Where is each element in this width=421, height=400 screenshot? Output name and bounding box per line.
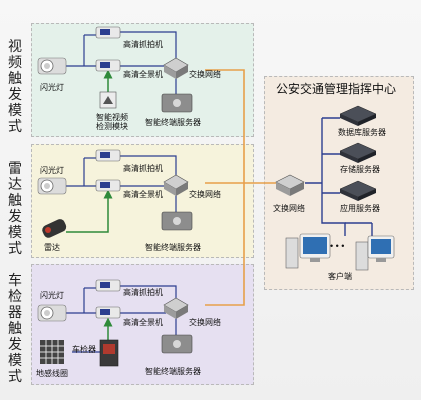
radar-server-label: 智能终端服务器 bbox=[145, 243, 201, 252]
loop-server-label: 智能终端服务器 bbox=[145, 367, 201, 376]
video-flash-label: 闪光灯 bbox=[40, 83, 64, 92]
loop-mode-title-char: 器 bbox=[8, 304, 22, 320]
link-clients bbox=[321, 210, 346, 236]
radar-arrow bbox=[66, 189, 113, 233]
video-uplink bbox=[205, 69, 245, 183]
radar-mode-title-char: 模 bbox=[8, 224, 22, 240]
switch-icon bbox=[163, 174, 189, 196]
storage-server-label: 存储服务器 bbox=[340, 165, 380, 174]
video-links bbox=[66, 31, 177, 95]
video-hd-camera-label: 高清抓拍机 bbox=[123, 40, 163, 49]
radar-pano-camera-label: 高清全景机 bbox=[123, 190, 163, 199]
loop-switch-label: 交换网络 bbox=[189, 318, 221, 327]
loop-mode-title-char: 检 bbox=[8, 288, 22, 304]
center-title: 公安交通管理指挥中心 bbox=[276, 82, 397, 96]
video-detector-label: 智能视频检测模块 bbox=[96, 113, 130, 131]
video-pano-camera-label: 高清全景机 bbox=[123, 70, 163, 79]
radar-links bbox=[66, 155, 177, 212]
db-server-icon bbox=[339, 105, 377, 126]
loop-coil-label: 地感线圈 bbox=[36, 369, 68, 378]
camera-icon bbox=[95, 279, 121, 292]
loop-mode-title-char: 触 bbox=[8, 320, 22, 336]
radar-mode-title-char: 发 bbox=[8, 208, 22, 224]
camera-icon bbox=[95, 306, 121, 319]
video-server-label: 智能终端服务器 bbox=[145, 118, 201, 127]
server-icon bbox=[161, 211, 193, 231]
vehicle-detector-icon bbox=[99, 339, 119, 367]
client-ellipsis: • • • bbox=[330, 241, 345, 251]
db-server-label: 数据库服务器 bbox=[338, 128, 386, 137]
loop-mode-title-char: 发 bbox=[8, 336, 22, 352]
camera-icon bbox=[95, 179, 121, 192]
video-mode-title-char: 视 bbox=[8, 38, 22, 54]
loop-pano-camera-label: 高清全景机 bbox=[123, 318, 163, 327]
video-mode-title-char: 频 bbox=[8, 54, 22, 70]
radar-hd-camera-label: 高清抓拍机 bbox=[123, 164, 163, 173]
loop-uplink bbox=[205, 183, 245, 306]
radar-mode-title-char: 达 bbox=[8, 176, 22, 192]
camera-icon bbox=[95, 59, 121, 72]
center-links bbox=[305, 117, 373, 236]
server-icon bbox=[161, 93, 193, 113]
client-computer-icon bbox=[355, 235, 395, 271]
radar-mode-title-char: 式 bbox=[8, 240, 22, 256]
radar-mode-title-char: 触 bbox=[8, 192, 22, 208]
loop-mode-title-char: 车 bbox=[8, 272, 22, 288]
switch-icon bbox=[275, 174, 305, 196]
flash-icon bbox=[37, 57, 67, 75]
radar-label: 雷达 bbox=[44, 243, 60, 252]
radar-mode-title-char: 雷 bbox=[8, 160, 22, 176]
video-detector-label-text: 智能视频检测模块 bbox=[96, 113, 128, 131]
storage-server-icon bbox=[339, 142, 377, 163]
video-mode-title-char: 发 bbox=[8, 86, 22, 102]
radar-mode-title: 雷 达 触 发 模 式 bbox=[7, 160, 23, 256]
video-mode-title-char: 模 bbox=[8, 102, 22, 118]
uplink-lines bbox=[205, 69, 276, 306]
radar-flash-label: 闪光灯 bbox=[40, 166, 64, 175]
video-detector-icon bbox=[99, 91, 117, 109]
camera-icon bbox=[95, 26, 121, 39]
radar-mode-panel bbox=[31, 144, 254, 258]
loop-mode-title-char: 式 bbox=[8, 368, 22, 384]
switch-icon bbox=[163, 297, 189, 319]
loop-mode-panel bbox=[31, 264, 254, 385]
video-mode-title: 视 频 触 发 模 式 bbox=[7, 38, 23, 134]
coil-icon bbox=[40, 340, 64, 364]
switch-icon bbox=[163, 57, 189, 79]
server-icon bbox=[161, 334, 193, 354]
loop-flash-label: 闪光灯 bbox=[40, 291, 64, 300]
center-switch-label: 文换网络 bbox=[273, 204, 305, 213]
loop-links bbox=[66, 285, 177, 353]
client-label: 客户端 bbox=[328, 272, 352, 281]
loop-detector-label: 车检器 bbox=[72, 345, 96, 354]
video-mode-title-char: 式 bbox=[8, 118, 22, 134]
radar-icon bbox=[42, 219, 67, 238]
flash-icon bbox=[37, 177, 67, 195]
video-mode-title-char: 触 bbox=[8, 70, 22, 86]
app-server-icon bbox=[339, 180, 377, 201]
loop-hd-camera-label: 高清抓拍机 bbox=[123, 288, 163, 297]
video-mode-panel bbox=[31, 23, 254, 137]
link-hd-camera bbox=[120, 31, 177, 62]
flash-icon bbox=[37, 304, 67, 322]
client-computer-icon bbox=[285, 233, 331, 269]
radar-switch-label: 交换网络 bbox=[189, 190, 221, 199]
loop-mode-title-char: 模 bbox=[8, 352, 22, 368]
camera-icon bbox=[95, 149, 121, 162]
app-server-label: 应用服务器 bbox=[340, 204, 380, 213]
video-switch-label: 交换网络 bbox=[189, 70, 221, 79]
loop-mode-title: 车 检 器 触 发 模 式 bbox=[7, 272, 23, 384]
